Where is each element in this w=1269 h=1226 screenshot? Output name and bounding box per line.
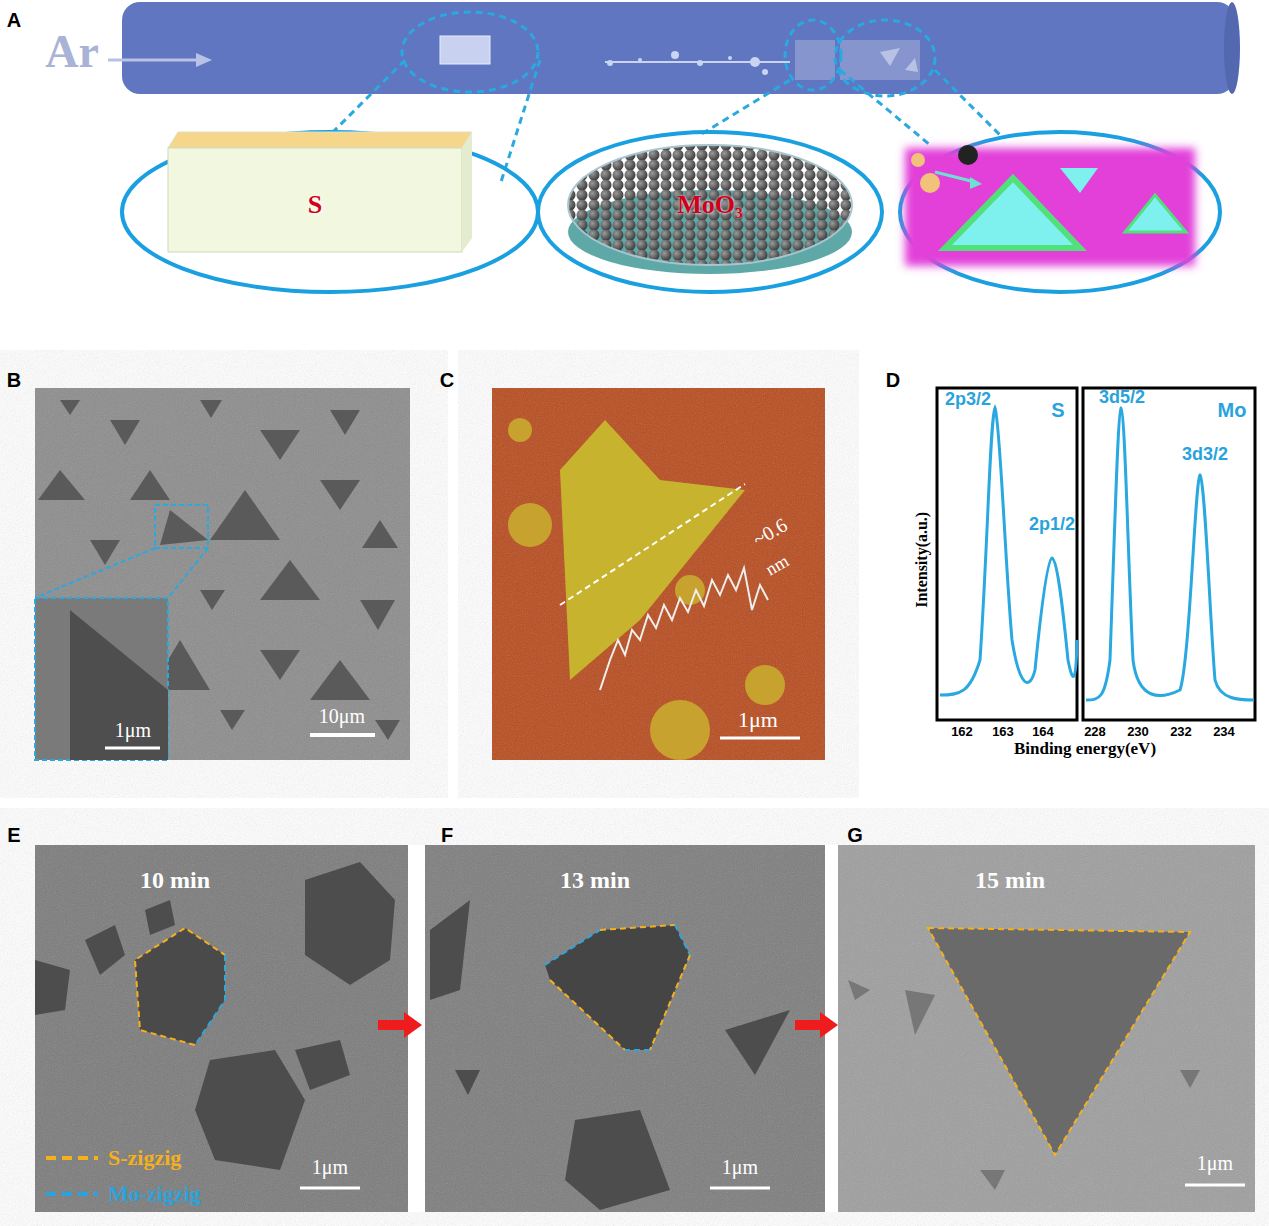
legend-text: S-zigzig [108,1146,181,1170]
figure-label: F [441,824,453,846]
source-name: S [308,190,322,220]
tube-end [1224,2,1240,94]
plot-frame [937,388,1077,720]
gas-arrow-head [196,53,212,67]
figure-label: 1μm [312,1156,348,1178]
legend-line-sample [46,1153,98,1163]
flakes [35,862,790,1210]
figure-label: 10μm [319,705,365,727]
figure-label: A [7,9,21,31]
figure-label: 3d3/2 [1182,445,1228,465]
plot-frame [1083,388,1255,720]
moo3-powder [568,145,852,265]
figure-label: nm [763,552,793,581]
figure-label: S [1051,399,1064,421]
flake-hexagon [135,928,225,1045]
substrate [905,148,1195,266]
sulfur-boat-top [168,132,472,148]
inset [35,598,168,760]
figure-label: 1μm [722,1156,758,1178]
figure-label: 13 min [560,867,630,893]
figure-label: 2p1/2 [1029,515,1075,535]
figure-label: 15 min [975,867,1045,893]
figure-label: C [440,369,454,391]
legend-text: Mo-zigzig [108,1182,201,1206]
figure-label: 162 [951,725,973,739]
figure-label: G [847,824,863,846]
figure-label: 3d5/2 [1099,388,1145,408]
substrate-small [795,40,835,80]
figure-label: 234 [1213,725,1235,739]
flake-triangle [928,928,1190,1155]
figure-label: Mo [1218,399,1247,421]
flake-truncated [545,925,690,1050]
figure-label: Binding energy(eV) [1014,740,1156,759]
figure-label: Ar [45,27,99,78]
flake [1060,168,1098,193]
figure-label: 232 [1170,725,1192,739]
figure-label: Intensity(a.u.) [913,512,931,608]
figure-label: B [7,369,21,391]
legend-line-sample [46,1189,98,1199]
figure-label: E [7,824,20,846]
figure-label: 1μm [738,708,778,732]
boat-small [440,36,490,64]
figure-label: 163 [992,725,1014,739]
figure-label: 228 [1084,725,1106,739]
figure-label: 1μm [115,719,151,741]
substrate-small [840,40,920,80]
sulfur-boat [168,148,462,252]
vapor-flow [605,61,790,63]
afm-blobs [508,418,785,760]
sem-image [35,388,410,760]
figure-label: ~0.6 [749,514,791,551]
s-spectrum [940,408,1077,695]
flake [945,178,1080,248]
figure-label: 230 [1127,725,1149,739]
source-name: MoO₃ [677,190,743,220]
afm-image [492,388,825,760]
figure-label: 1μm [1197,1152,1233,1174]
source-label-box: MoO₃ [669,186,751,224]
figure-label: 164 [1032,725,1054,739]
figure-label: D [886,369,900,391]
mo-spectrum [1086,408,1254,700]
figure-label: 2p3/2 [945,390,991,410]
sulfur-boat-side [462,132,472,252]
tube [122,2,1235,94]
zoom-ellipses [122,132,1220,292]
afm-flake [560,420,745,680]
flake-zoom [70,610,168,760]
flake [1125,195,1186,232]
figure-label: 10 min [140,867,210,893]
source-label-box: S [300,186,330,224]
gas-arrow [108,59,200,62]
height-profile [600,568,768,690]
sequence-arrows [378,1012,838,1038]
